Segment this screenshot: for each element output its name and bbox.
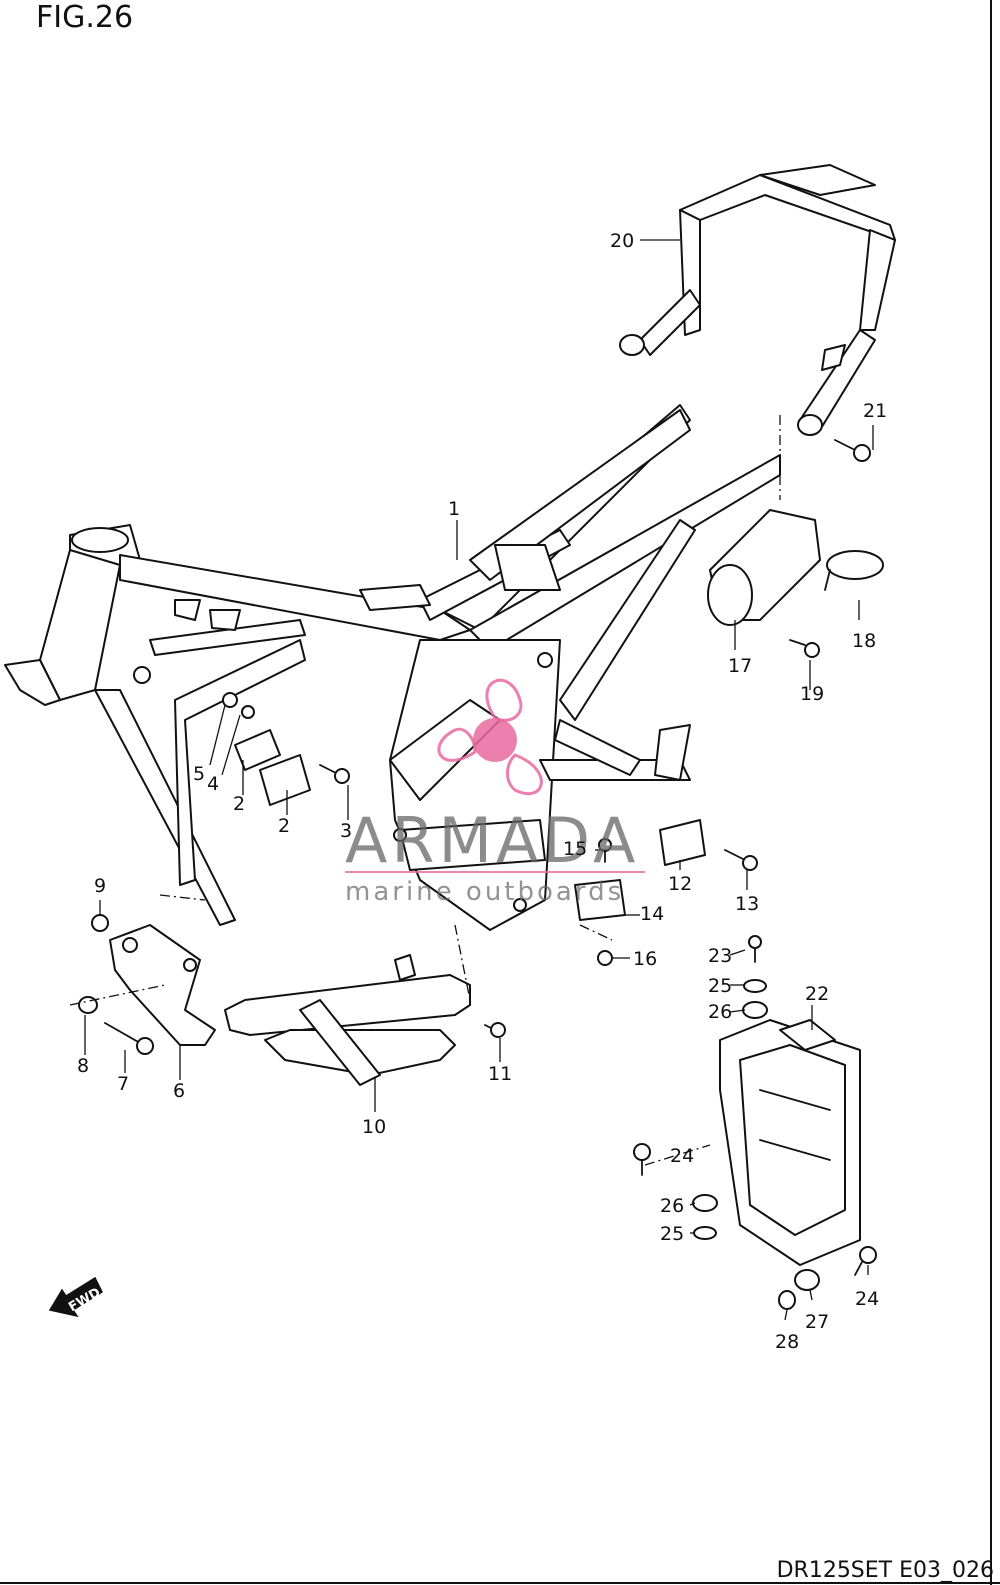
air-cleaner-parts	[707, 509, 884, 626]
callout-25a: 25	[708, 975, 732, 997]
callout-6: 6	[173, 1080, 185, 1102]
fwd-arrow: FWD	[48, 1276, 103, 1318]
assembly-lines	[69, 415, 781, 1166]
diagram-code: DR125SET E03_026	[776, 1558, 994, 1583]
callout-numbers: 1 2 2 3 4 5 6 7 8 9 10 11 12 13 14 15 16…	[77, 230, 887, 1353]
callout-1: 1	[448, 498, 460, 520]
callout-5: 5	[193, 763, 205, 785]
watermark-name: ARMADA	[345, 804, 639, 877]
watermark-tagline: marine outboards	[345, 877, 624, 907]
battery-case	[719, 1019, 861, 1266]
bottom-border-line	[0, 1582, 1000, 1584]
rear-carrier	[619, 164, 896, 436]
callout-4: 4	[207, 773, 219, 795]
callout-10: 10	[362, 1116, 386, 1138]
hardware-fasteners	[78, 439, 877, 1310]
callout-18: 18	[852, 630, 876, 652]
callout-17: 17	[728, 655, 752, 677]
callout-24a: 24	[670, 1145, 694, 1167]
rubber-mounts	[574, 819, 706, 921]
skid-plate-guard	[224, 954, 471, 1086]
callout-3: 3	[340, 820, 352, 842]
engine-mount-brackets	[222, 692, 311, 806]
callout-15: 15	[563, 838, 587, 860]
callout-26b: 26	[660, 1195, 684, 1217]
main-frame	[4, 404, 781, 931]
armada-watermark: ARMADA marine outboards	[345, 678, 645, 907]
callout-20: 20	[610, 230, 634, 252]
leader-lines	[84, 239, 874, 1321]
figure-title: FIG.26	[36, 0, 134, 35]
callout-25b: 25	[660, 1223, 684, 1245]
callout-27: 27	[805, 1311, 829, 1333]
callout-23: 23	[708, 945, 732, 967]
callout-26a: 26	[708, 1001, 732, 1023]
callout-22: 22	[805, 983, 829, 1005]
callout-12: 12	[668, 873, 692, 895]
callout-9: 9	[94, 875, 106, 897]
callout-16: 16	[633, 948, 657, 970]
right-border-line	[990, 0, 992, 1585]
callout-11: 11	[488, 1063, 512, 1085]
callout-7: 7	[117, 1073, 129, 1095]
callout-19: 19	[800, 683, 824, 705]
callout-24b: 24	[855, 1288, 879, 1310]
callout-8: 8	[77, 1055, 89, 1077]
callout-28: 28	[775, 1331, 799, 1353]
callout-2b: 2	[278, 815, 290, 837]
callout-13: 13	[735, 893, 759, 915]
callout-2a: 2	[233, 793, 245, 815]
callout-14: 14	[640, 903, 664, 925]
callout-21: 21	[863, 400, 887, 422]
